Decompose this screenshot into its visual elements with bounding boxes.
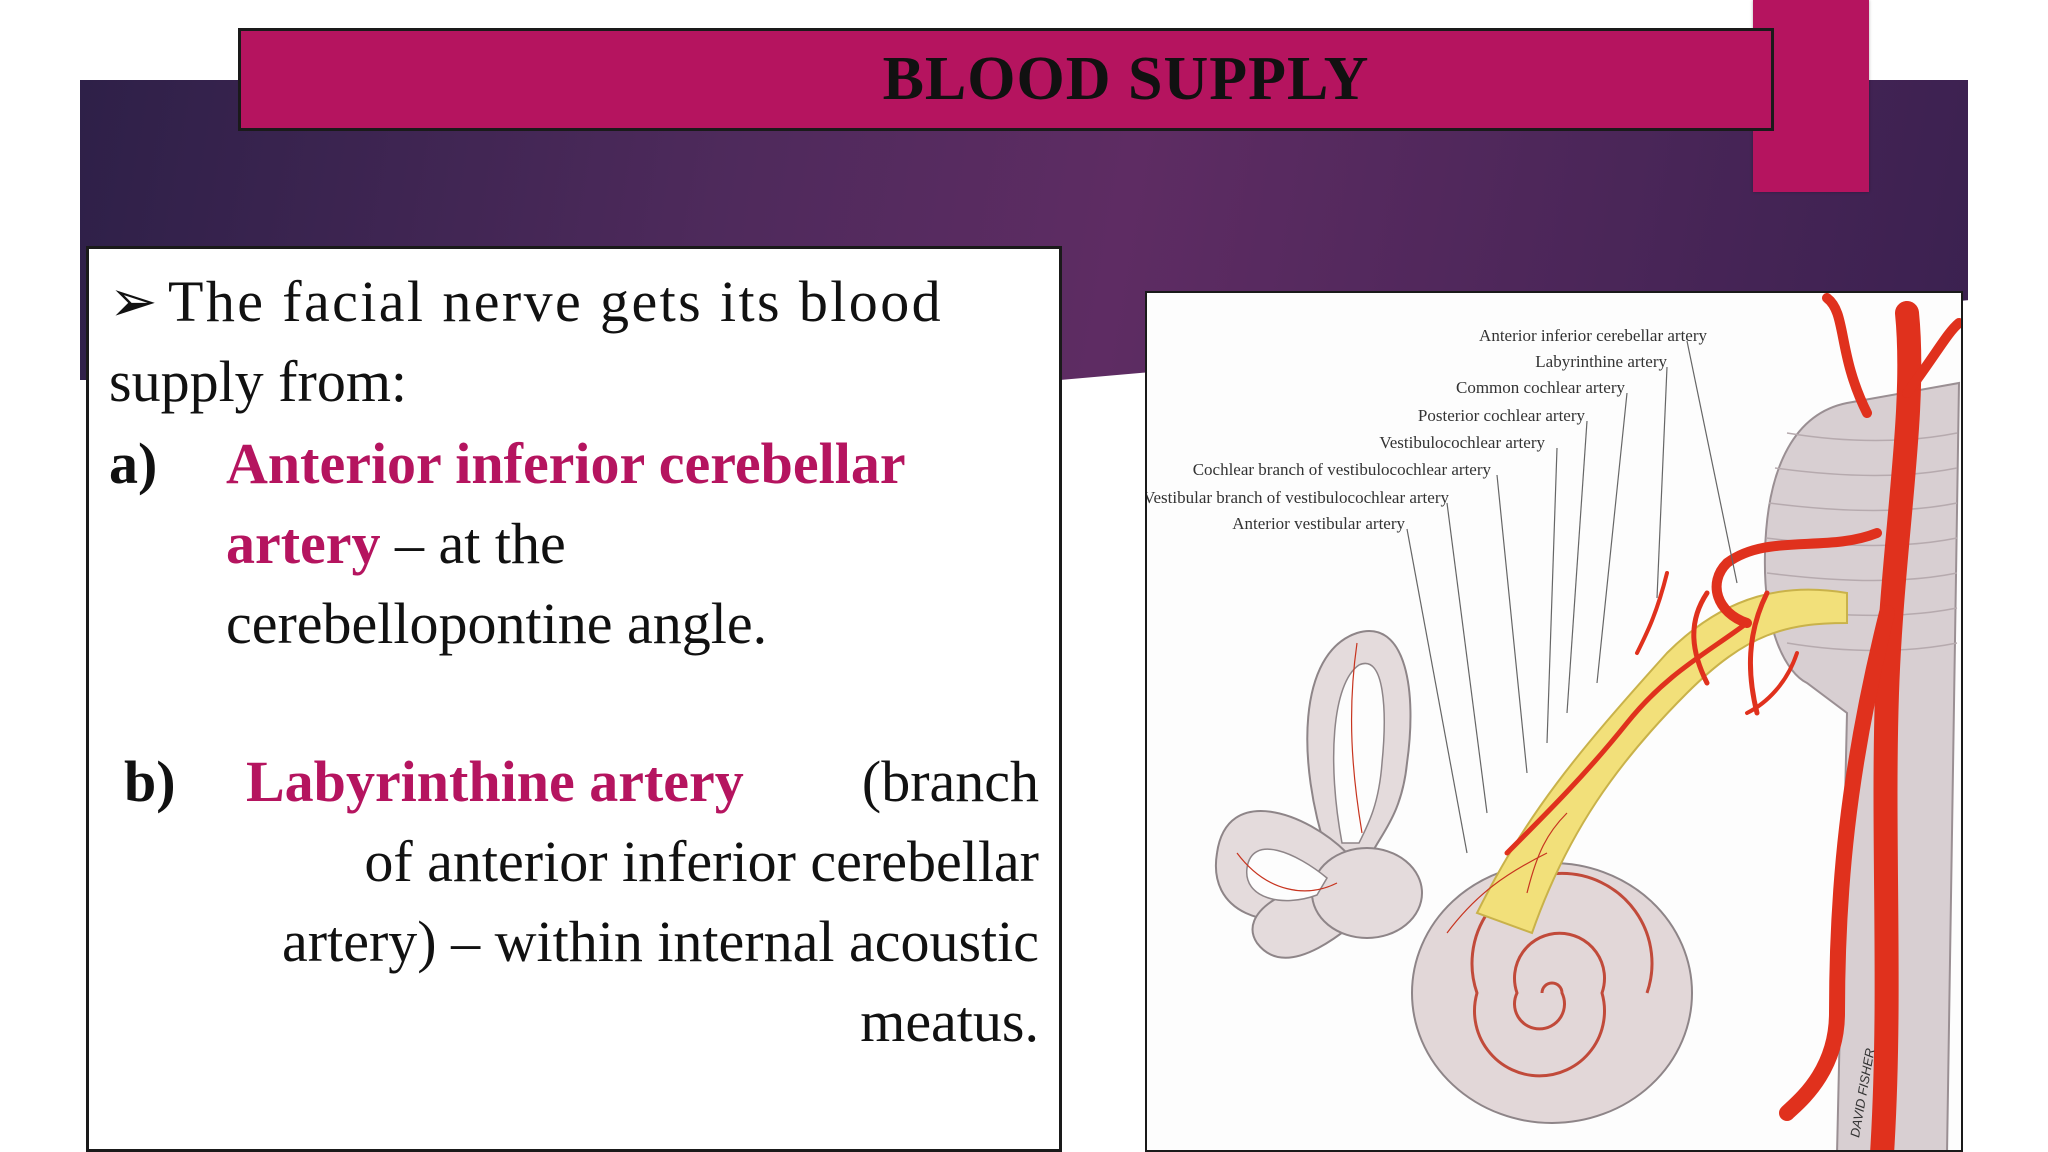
title-box: BLOOD SUPPLY — [238, 28, 1774, 131]
item-b-line1-rest: (branch — [861, 749, 1039, 814]
cochlea — [1411, 862, 1693, 1124]
item-b-line2: of anterior inferior cerebellar — [364, 829, 1039, 894]
bullet-arrow-icon: ➢ — [109, 269, 158, 334]
arteries — [1504, 293, 1961, 1150]
vestibulocochlear-nerve — [1475, 588, 1848, 935]
item-a-line2-rest: – at the — [380, 511, 566, 576]
slide-title: BLOOD SUPPLY — [882, 45, 1370, 113]
label-vestibular-branch: Vestibular branch of vestibulocochlear a… — [1147, 488, 1449, 507]
label-vestibulocochlear: Vestibulocochlear artery — [1379, 433, 1545, 452]
label-common-cochlear: Common cochlear artery — [1456, 378, 1625, 397]
semicircular-canals — [1214, 630, 1423, 959]
ear-anatomy-illustration: Anterior inferior cerebellar artery Laby… — [1147, 293, 1961, 1150]
item-a-line2: artery – at the — [226, 515, 566, 573]
item-b-marker: b) — [124, 749, 176, 814]
item-a-highlight-line1: Anterior inferior cerebellar — [226, 431, 906, 496]
item-b-line4: meatus. — [860, 989, 1039, 1054]
label-cochlear-branch: Cochlear branch of vestibulocochlear art… — [1193, 460, 1492, 479]
label-aica: Anterior inferior cerebellar artery — [1479, 326, 1707, 345]
intro-line-2: supply from: — [109, 349, 408, 414]
item-a-highlight-line2: artery — [226, 511, 381, 576]
label-anterior-vestibular: Anterior vestibular artery — [1232, 514, 1405, 533]
canal-lumens — [1246, 662, 1385, 902]
label-leader-lines — [1406, 340, 1738, 854]
label-labyrinthine: Labyrinthine artery — [1535, 352, 1667, 371]
ear-anatomy-figure: Anterior inferior cerebellar artery Laby… — [1145, 291, 1963, 1152]
item-b-highlight: Labyrinthine artery — [246, 749, 744, 814]
item-a-line3: cerebellopontine angle. — [226, 591, 768, 656]
item-b-line3: artery) – within internal acoustic — [282, 909, 1039, 974]
text-panel: ➢ The facial nerve gets its blood supply… — [86, 246, 1062, 1152]
intro-line-1: The facial nerve gets its blood — [168, 269, 943, 334]
label-posterior-cochlear: Posterior cochlear artery — [1418, 406, 1586, 425]
item-a-marker: a) — [109, 431, 158, 496]
small-vessels — [1236, 642, 1568, 934]
